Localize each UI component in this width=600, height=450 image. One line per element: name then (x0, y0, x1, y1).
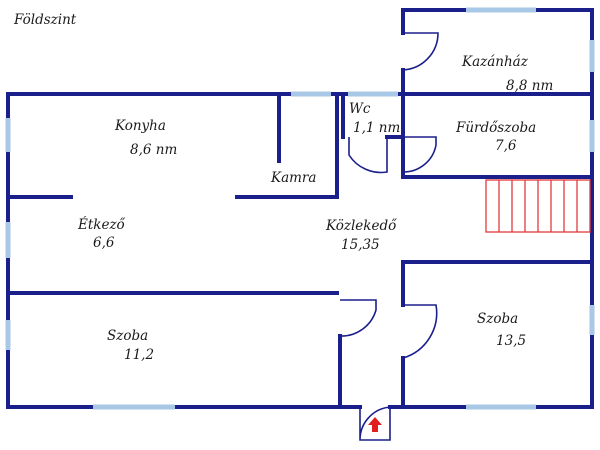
door-right-room (402, 304, 438, 359)
room-name-wc: Wc (349, 101, 371, 117)
stairs (485, 179, 591, 233)
doors (339, 32, 439, 441)
room-name-kamra: Kamra (270, 170, 316, 186)
door-boiler-room (402, 32, 439, 71)
room-area-szoba-left: 11,2 (124, 347, 154, 363)
windows (5, 7, 595, 410)
room-name-kazanhaz: Kazánház (461, 54, 529, 70)
door-entrance (359, 406, 391, 441)
door-bathroom (402, 136, 437, 173)
room-name-etkezo: Étkező (77, 217, 126, 233)
room-area-szoba-right: 13,5 (496, 333, 526, 349)
room-area-wc: 1,1 nm (353, 120, 400, 136)
walls (6, 8, 594, 409)
room-name-konyha: Konyha (114, 118, 166, 134)
room-name-furdoszoba: Fürdőszoba (455, 120, 536, 136)
room-name-kozlekedo: Közlekedő (325, 218, 397, 234)
door-left-room (339, 299, 377, 337)
labels: Földszint Kazánház 8,8 nm Wc 1,1 nm Fürd… (13, 12, 553, 363)
room-area-kazanhaz: 8,8 nm (506, 78, 553, 94)
room-area-kozlekedo: 15,35 (341, 237, 380, 253)
room-area-konyha: 8,6 nm (130, 142, 177, 158)
door-wc (348, 137, 388, 174)
room-area-furdoszoba: 7,6 (495, 138, 517, 154)
room-name-szoba-left: Szoba (107, 328, 148, 344)
entrance-arrow-icon (368, 417, 382, 432)
room-name-szoba-right: Szoba (477, 311, 518, 327)
floor-label: Földszint (13, 12, 77, 28)
room-area-etkezo: 6,6 (93, 235, 115, 251)
